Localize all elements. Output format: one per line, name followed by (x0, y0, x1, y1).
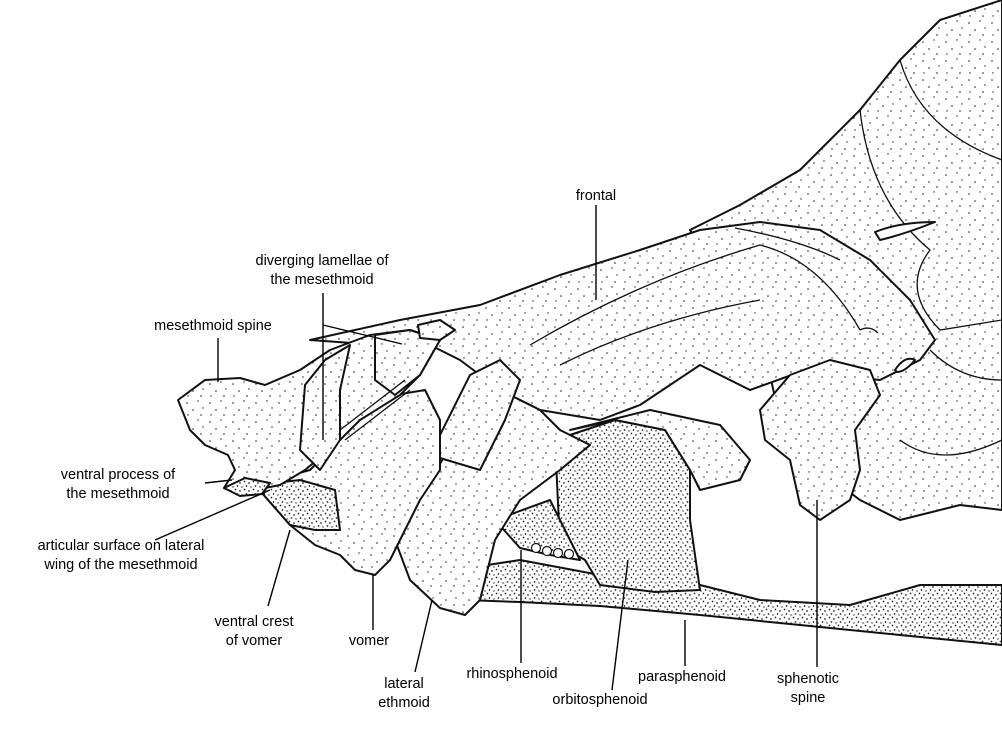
label-ventral-crest-1: ventral crest (215, 614, 294, 630)
label-articular-surface-2: wing of the mesethmoid (43, 557, 197, 573)
label-vomer: vomer (349, 633, 389, 649)
label-articular-surface-1: articular surface on lateral (38, 538, 205, 554)
label-frontal: frontal (576, 188, 616, 204)
label-mesethmoid-spine: mesethmoid spine (154, 318, 272, 334)
label-ventral-process-2: the mesethmoid (66, 486, 169, 502)
label-sphenotic-1: sphenotic (777, 671, 839, 687)
label-parasphenoid: parasphenoid (638, 669, 726, 685)
label-ventral-crest-2: of vomer (226, 633, 283, 649)
label-diverging-lamellae-1: diverging lamellae of (256, 253, 390, 269)
label-ventral-process-1: ventral process of (61, 467, 176, 483)
label-orbitosphenoid: orbitosphenoid (552, 692, 647, 708)
label-rhinosphenoid: rhinosphenoid (466, 666, 557, 682)
label-lateral-ethmoid-2: ethmoid (378, 695, 430, 711)
label-diverging-lamellae-2: the mesethmoid (270, 272, 373, 288)
label-lateral-ethmoid-1: lateral (384, 676, 424, 692)
label-sphenotic-2: spine (791, 690, 826, 706)
